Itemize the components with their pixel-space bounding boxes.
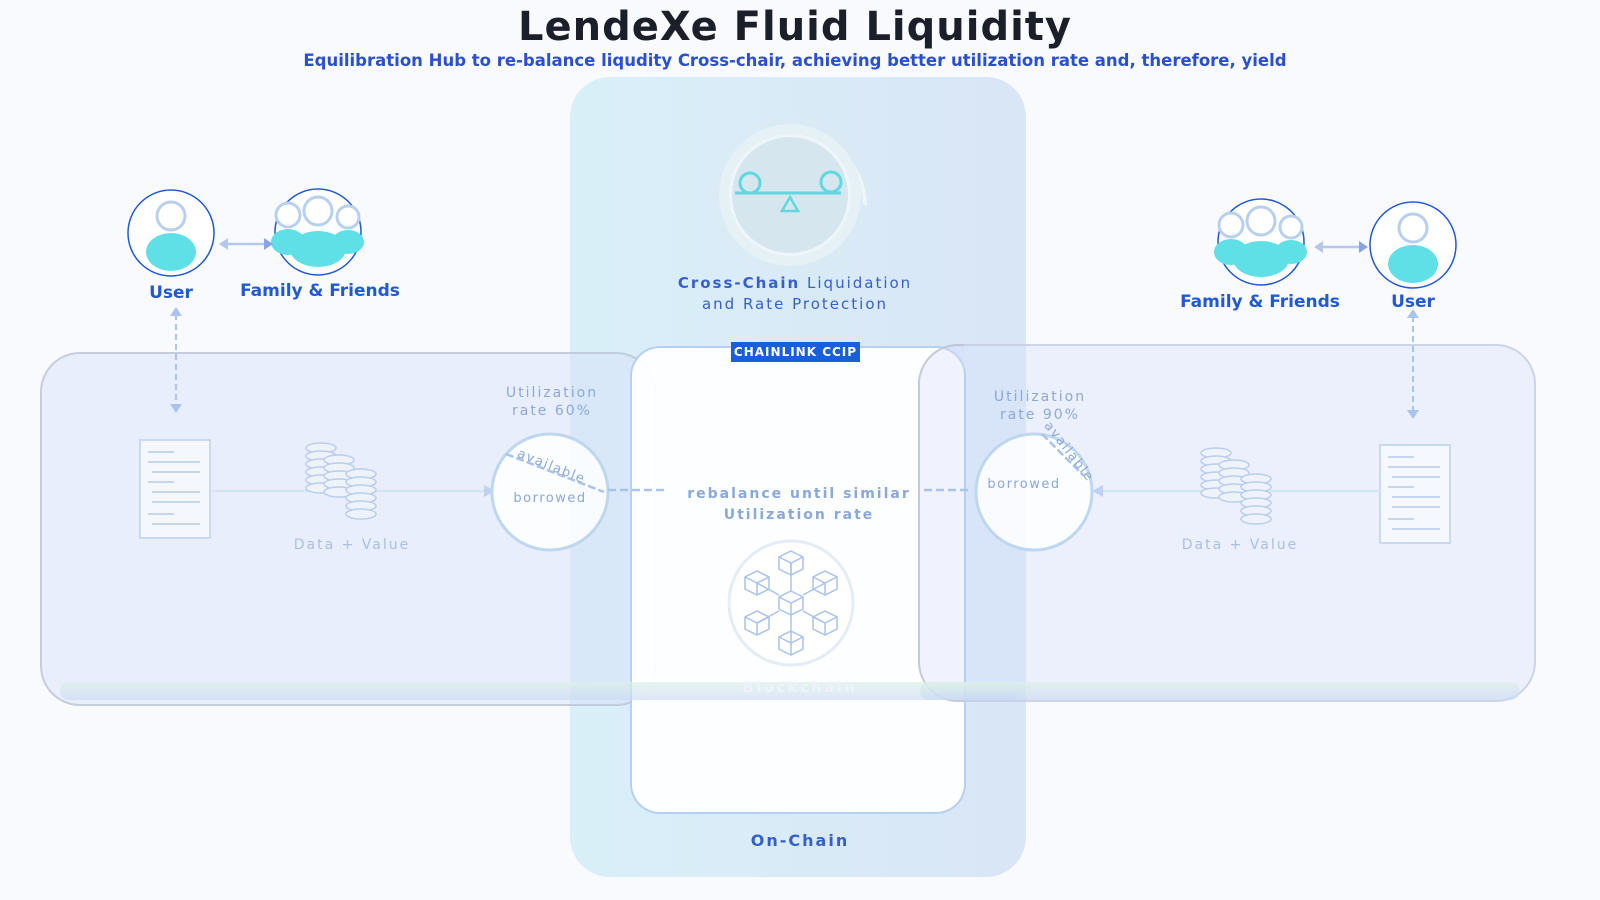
chainlink-ccip-badge: CHAINLINK CCIP — [731, 342, 860, 362]
hub-label-bold: Cross-Chain — [677, 274, 801, 292]
rebalance-label: rebalance until similar Utilization rate — [672, 484, 926, 526]
hub-label: Cross-Chain Liquidation and Rate Protect… — [640, 273, 950, 315]
left-user-label: User — [149, 283, 193, 303]
left-family-friends-icon — [271, 188, 364, 276]
blockchain-label: Blockchain — [742, 680, 858, 696]
right-utilization-gauge: available borrowed — [974, 419, 1097, 552]
page-subtitle: Equilibration Hub to re-balance liqudity… — [303, 51, 1287, 70]
rebalance-line2: Utilization rate — [723, 507, 875, 523]
right-bidirectional-arrow — [1314, 241, 1368, 253]
right-utilization-label: Utilization rate 90% — [970, 388, 1110, 424]
right-user-avatar-icon — [1369, 201, 1457, 289]
rebalance-line1: rebalance until similar — [687, 486, 911, 502]
right-user-vertical-arrow — [1407, 309, 1419, 419]
left-rebalance-dashes — [608, 488, 668, 492]
right-family-friends-icon — [1214, 198, 1307, 286]
right-borrowed-label: borrowed — [987, 477, 1060, 492]
right-chain-panel-edge — [918, 344, 964, 702]
hub-label-line2: and Rate Protection — [701, 295, 889, 313]
blockchain-icon — [727, 539, 855, 667]
right-rebalance-dashes — [924, 488, 972, 492]
balance-scale-icon — [713, 118, 867, 272]
left-utilization-line1: Utilization — [505, 385, 599, 401]
hub-label-rest: Liquidation — [800, 274, 913, 292]
left-family-label: Family & Friends — [240, 281, 400, 301]
right-family-label: Family & Friends — [1180, 292, 1340, 312]
left-user-avatar-icon — [127, 189, 215, 277]
right-data-value-label: Data + Value — [1181, 537, 1299, 553]
left-coin-stack-icon — [305, 442, 377, 520]
left-utilization-line2: rate 60% — [511, 403, 592, 419]
right-document-icon — [1379, 444, 1451, 544]
left-user-vertical-arrow — [170, 307, 182, 413]
left-borrowed-label: borrowed — [513, 491, 586, 506]
right-coin-stack-icon — [1200, 447, 1272, 525]
right-utilization-line2: rate 90% — [999, 407, 1080, 423]
right-utilization-line1: Utilization — [993, 389, 1087, 405]
page-title: LendeXe Fluid Liquidity — [517, 4, 1072, 50]
right-user-label: User — [1391, 292, 1435, 312]
left-utilization-label: Utilization rate 60% — [482, 384, 622, 420]
left-bidirectional-arrow — [219, 238, 273, 250]
left-panel-base — [60, 682, 1020, 700]
right-panel-base — [920, 682, 1520, 700]
left-document-icon — [139, 439, 211, 539]
left-data-value-label: Data + Value — [293, 537, 411, 553]
on-chain-label: On-Chain — [750, 831, 850, 850]
left-utilization-gauge: available borrowed — [490, 432, 610, 552]
